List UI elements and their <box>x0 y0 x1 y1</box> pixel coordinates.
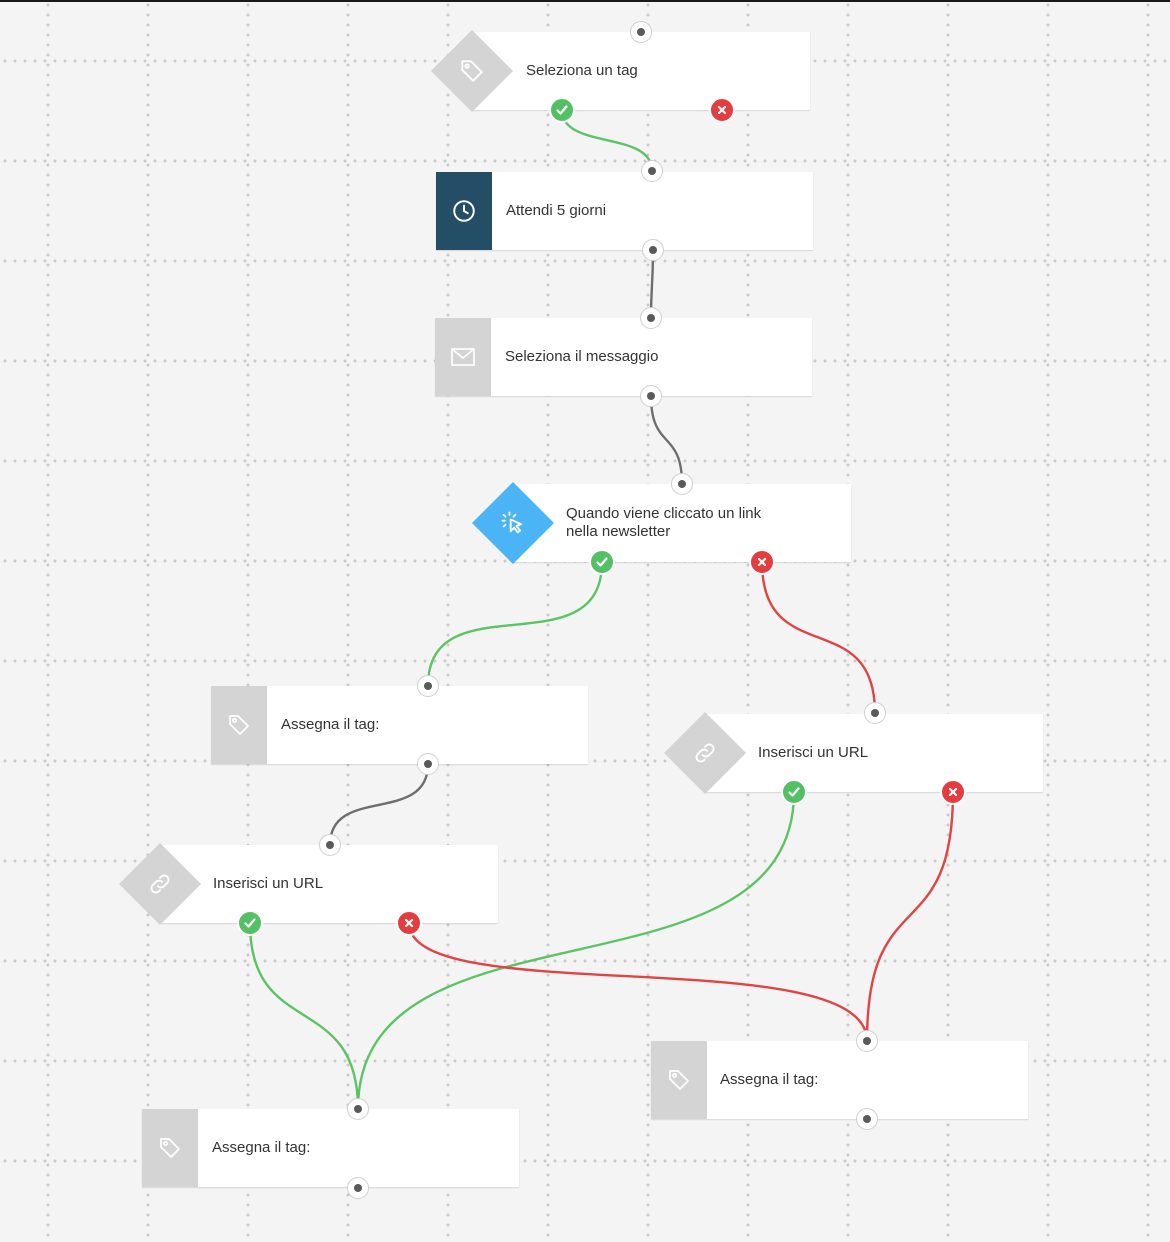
node-label-line1: Quando viene cliccato un link <box>566 505 762 522</box>
select-message-node[interactable]: Seleziona il messaggio <box>435 318 812 396</box>
wire-left-url-yes-to-bottom-tag <box>248 922 360 1110</box>
wire-assign-tag-to-insert-url-left <box>328 763 430 846</box>
select-tag-input-port[interactable] <box>630 21 652 43</box>
click-icon <box>493 503 533 543</box>
node-label: Seleziona un tag <box>526 62 638 79</box>
node-label: Assegna il tag: <box>281 716 380 733</box>
node-label: Quando viene cliccato un link nella news… <box>566 484 761 562</box>
assign-tag-bottom-input-port[interactable] <box>347 1098 369 1120</box>
cross-icon <box>948 787 958 797</box>
assign-tag-1-output-port[interactable] <box>417 753 439 775</box>
wire-right-url-no-to-right-tag <box>865 791 955 1042</box>
assign-tag-1-input-port[interactable] <box>417 675 439 697</box>
assign-tag-right-output-port[interactable] <box>856 1108 878 1130</box>
cross-icon <box>757 557 767 567</box>
insert-url-right-input-port[interactable] <box>864 702 886 724</box>
envelope-icon <box>435 318 491 396</box>
select-tag-no-badge[interactable] <box>709 97 735 123</box>
wait-node[interactable]: Attendi 5 giorni <box>436 172 813 250</box>
select-tag-yes-badge[interactable] <box>549 97 575 123</box>
check-icon <box>244 918 256 928</box>
check-icon <box>556 105 568 115</box>
node-label: Attendi 5 giorni <box>506 202 607 219</box>
insert-url-left-yes-badge[interactable] <box>237 910 263 936</box>
wait-output-port[interactable] <box>642 239 664 261</box>
wire-select-tag-yes-to-wait <box>560 109 654 172</box>
wire-right-url-yes-to-bottom-tag <box>356 791 796 1110</box>
tag-icon <box>211 686 267 764</box>
node-label: Assegna il tag: <box>720 1071 819 1088</box>
select-message-input-port[interactable] <box>640 307 662 329</box>
link-clicked-yes-badge[interactable] <box>589 549 615 575</box>
check-icon <box>596 557 608 567</box>
insert-url-right-yes-badge[interactable] <box>781 779 807 805</box>
insert-url-left-no-badge[interactable] <box>396 910 422 936</box>
select-message-output-port[interactable] <box>640 385 662 407</box>
wire-link-no-to-insert-url-right <box>760 561 877 714</box>
insert-url-right-no-badge[interactable] <box>940 779 966 805</box>
link-icon <box>140 864 180 904</box>
insert-url-left-input-port[interactable] <box>319 834 341 856</box>
node-label: Assegna il tag: <box>212 1139 311 1156</box>
wire-left-url-no-to-right-tag <box>407 922 869 1042</box>
wait-input-port[interactable] <box>641 160 663 182</box>
link-clicked-input-port[interactable] <box>671 473 693 495</box>
check-icon <box>788 787 800 797</box>
link-clicked-no-badge[interactable] <box>749 549 775 575</box>
cross-icon <box>404 918 414 928</box>
node-label-line2: nella newsletter <box>566 523 671 540</box>
assign-tag-node-1[interactable]: Assegna il tag: <box>211 686 588 764</box>
link-icon <box>685 733 725 773</box>
cross-icon <box>717 105 727 115</box>
assign-tag-bottom-node[interactable]: Assegna il tag: <box>142 1109 519 1187</box>
wire-message-to-link-clicked <box>649 395 684 485</box>
tag-icon <box>142 1109 198 1187</box>
clock-icon <box>436 172 492 250</box>
select-tag-node[interactable]: Seleziona un tag <box>472 32 810 110</box>
tag-icon <box>651 1041 707 1119</box>
node-label: Inserisci un URL <box>213 875 324 892</box>
assign-tag-right-node[interactable]: Assegna il tag: <box>651 1041 1028 1119</box>
wire-link-yes-to-assign-tag <box>426 561 604 687</box>
assign-tag-right-input-port[interactable] <box>856 1030 878 1052</box>
node-label: Inserisci un URL <box>758 744 869 761</box>
insert-url-left-node[interactable]: Inserisci un URL <box>160 845 498 923</box>
insert-url-right-node[interactable]: Inserisci un URL <box>705 714 1043 792</box>
assign-tag-bottom-output-port[interactable] <box>347 1177 369 1199</box>
tag-icon <box>452 51 492 91</box>
node-label: Seleziona il messaggio <box>505 348 659 365</box>
top-border <box>0 0 1170 2</box>
link-clicked-node[interactable]: Quando viene cliccato un link nella news… <box>513 484 851 562</box>
